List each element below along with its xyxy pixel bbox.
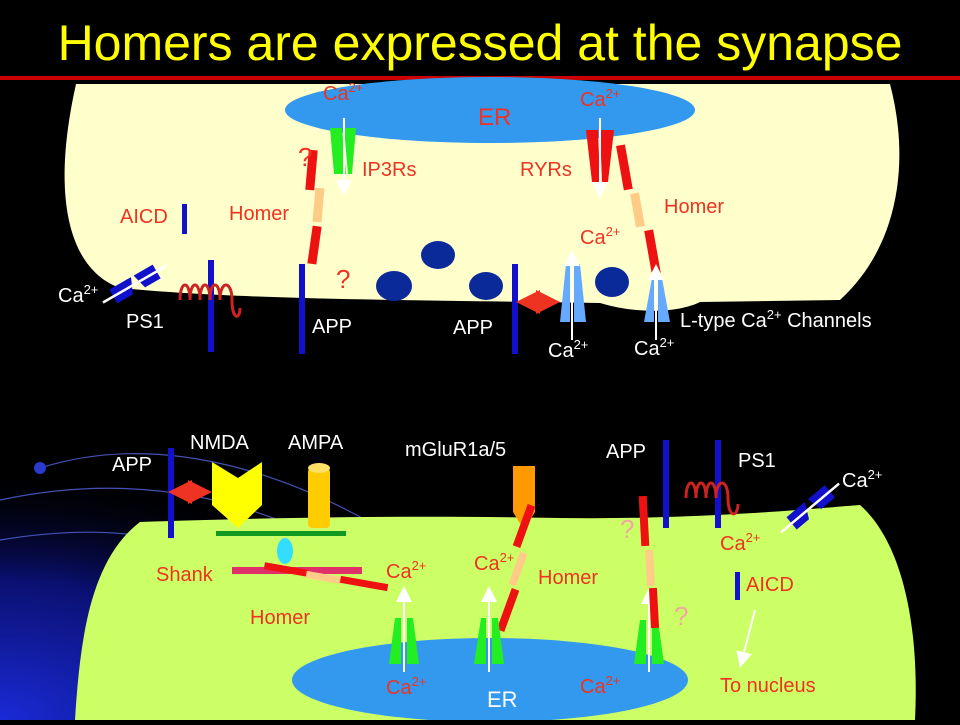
nmda-label: NMDA bbox=[190, 432, 250, 454]
app-bottom-left-bar bbox=[168, 448, 174, 538]
ryrs-label: RYRs bbox=[520, 159, 572, 181]
app-bottom-left-label: APP bbox=[112, 454, 152, 476]
question-top-center: ? bbox=[336, 264, 350, 294]
homer-bottom-mid bbox=[496, 503, 536, 633]
ca-bottom-mid: Ca2+ bbox=[474, 550, 514, 575]
shank-label: Shank bbox=[156, 564, 214, 586]
ca-er-top-right: Ca2+ bbox=[580, 86, 620, 111]
app-top-left-bar bbox=[299, 264, 305, 354]
ps1-top-bar bbox=[208, 260, 214, 352]
ip3r-bottom-1 bbox=[389, 586, 419, 672]
er-top bbox=[285, 77, 695, 143]
question-top-left: ? bbox=[298, 142, 312, 172]
ca-er-top-left: Ca2+ bbox=[323, 80, 363, 105]
ampa-label: AMPA bbox=[288, 432, 344, 454]
app-top-right-label: APP bbox=[453, 317, 493, 339]
app-bottom-right-bar bbox=[663, 440, 669, 528]
question-bottom-2: ? bbox=[674, 601, 688, 631]
ip3r-bottom-3 bbox=[634, 588, 664, 672]
er-bottom-label: ER bbox=[487, 687, 518, 712]
ip3r-bottom-2 bbox=[474, 586, 504, 672]
ca-er-bottom-left: Ca2+ bbox=[386, 674, 426, 699]
ca-bottom-2: Ca2+ bbox=[634, 335, 674, 360]
ps1-bottom-squiggle bbox=[684, 481, 740, 516]
homer-bottom-left bbox=[263, 562, 389, 592]
vesicles bbox=[376, 241, 629, 301]
ca-ps1-top: Ca2+ bbox=[58, 282, 98, 307]
aicd-bottom-bar bbox=[735, 572, 740, 600]
ps1-top-label: PS1 bbox=[126, 311, 164, 333]
ca-bottom-1: Ca2+ bbox=[548, 337, 588, 362]
app-top-right-bar bbox=[512, 264, 518, 354]
app-bottom-right-label: APP bbox=[606, 441, 646, 463]
ca-bottom-left: Ca2+ bbox=[386, 558, 426, 583]
ca-channel-ps1-top bbox=[102, 264, 168, 304]
ca-top-inner-right: Ca2+ bbox=[580, 224, 620, 249]
ampa-receptor bbox=[308, 463, 330, 528]
aicd-bottom-label: AICD bbox=[746, 574, 794, 596]
ps1-bottom-label: PS1 bbox=[738, 450, 776, 472]
ryr-channel bbox=[586, 118, 614, 198]
ltype-channel-2 bbox=[644, 264, 670, 340]
homer-top-right bbox=[616, 144, 661, 275]
ip3r-channel bbox=[330, 118, 356, 196]
to-nucleus-arrow bbox=[736, 609, 756, 668]
aicd-top-bar bbox=[182, 204, 187, 234]
psd-bar bbox=[216, 531, 346, 536]
homer-bottom-left-label: Homer bbox=[250, 607, 310, 629]
ca-channel-ps1-bottom bbox=[780, 482, 840, 534]
homer-top-right-label: Homer bbox=[664, 196, 724, 218]
ca-ext-bottom: Ca2+ bbox=[842, 467, 882, 492]
background-dot bbox=[34, 462, 46, 474]
mglur-label: mGluR1a/5 bbox=[405, 439, 506, 461]
ps1-top-squiggle bbox=[178, 283, 242, 318]
homer-bottom-right-label: Homer bbox=[538, 567, 598, 589]
ca-er-bottom-right: Ca2+ bbox=[580, 673, 620, 698]
ip3rs-label: IP3Rs bbox=[362, 159, 416, 181]
homer-top-left-label: Homer bbox=[229, 203, 289, 225]
question-bottom-1: ? bbox=[620, 514, 634, 544]
er-top-label: ER bbox=[478, 104, 511, 131]
presynaptic-terminal bbox=[64, 84, 900, 311]
slide-title: Homers are expressed at the synapse bbox=[58, 15, 903, 71]
aicd-top-label: AICD bbox=[120, 206, 168, 228]
homer-bottom-right bbox=[638, 495, 660, 629]
homer-top-left bbox=[305, 149, 325, 265]
cyan-scaffold bbox=[277, 538, 293, 564]
ltype-label: L-type Ca2+ Channels bbox=[680, 307, 872, 332]
to-nucleus-label: To nucleus bbox=[720, 675, 816, 697]
nmda-receptor bbox=[212, 462, 262, 528]
ltype-channel-1 bbox=[560, 250, 586, 340]
ca-ps1-bottom: Ca2+ bbox=[720, 530, 760, 555]
app-top-left-label: APP bbox=[312, 316, 352, 338]
